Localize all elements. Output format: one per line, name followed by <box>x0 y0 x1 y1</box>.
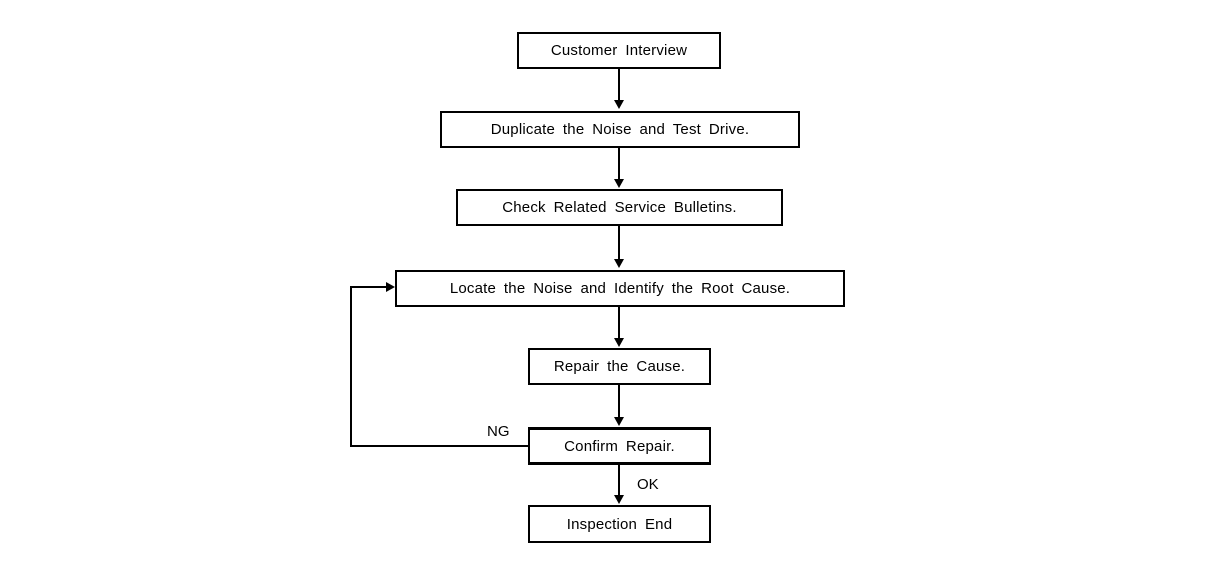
node-inspection-end-label: Inspection End <box>566 515 673 533</box>
node-repair-the-cause[interactable]: Repair the Cause. <box>528 348 711 385</box>
arrowhead-repair-to-confirm <box>614 417 624 426</box>
connector-confirm-to-end <box>618 465 620 497</box>
connector-bulletins-to-locate <box>618 226 620 261</box>
arrowhead-bulletins-to-locate <box>614 259 624 268</box>
connector-repair-to-confirm <box>618 385 620 418</box>
connector-ng-horizontal-out <box>350 445 528 447</box>
node-confirm-repair-label: Confirm Repair. <box>564 437 675 455</box>
connector-ng-vertical-up <box>350 286 352 447</box>
node-duplicate-noise-test-drive[interactable]: Duplicate the Noise and Test Drive. <box>440 111 800 148</box>
arrowhead-locate-to-repair <box>614 338 624 347</box>
arrowhead-ng-to-locate <box>386 282 395 292</box>
arrowhead-interview-to-duplicate <box>614 100 624 109</box>
node-locate-noise-identify-root-cause[interactable]: Locate the Noise and Identify the Root C… <box>395 270 845 307</box>
connector-interview-to-duplicate <box>618 69 620 102</box>
node-check-service-bulletins-label: Check Related Service Bulletins. <box>502 199 737 216</box>
arrowhead-confirm-to-end <box>614 495 624 504</box>
connector-locate-to-repair <box>618 307 620 339</box>
node-check-service-bulletins[interactable]: Check Related Service Bulletins. <box>456 189 783 226</box>
arrowhead-duplicate-to-bulletins <box>614 179 624 188</box>
edge-label-ng: NG <box>487 423 510 440</box>
node-repair-the-cause-label: Repair the Cause. <box>553 358 686 375</box>
node-customer-interview[interactable]: Customer Interview <box>517 32 721 69</box>
connector-duplicate-to-bulletins <box>618 148 620 181</box>
connector-ng-horizontal-in <box>350 286 388 288</box>
node-duplicate-noise-test-drive-label: Duplicate the Noise and Test Drive. <box>490 121 750 138</box>
node-inspection-end[interactable]: Inspection End <box>528 505 711 543</box>
node-locate-noise-identify-root-cause-label: Locate the Noise and Identify the Root C… <box>449 280 791 297</box>
node-customer-interview-label: Customer Interview <box>550 42 688 59</box>
node-confirm-repair[interactable]: Confirm Repair. <box>528 427 711 465</box>
edge-label-ok: OK <box>637 476 659 493</box>
